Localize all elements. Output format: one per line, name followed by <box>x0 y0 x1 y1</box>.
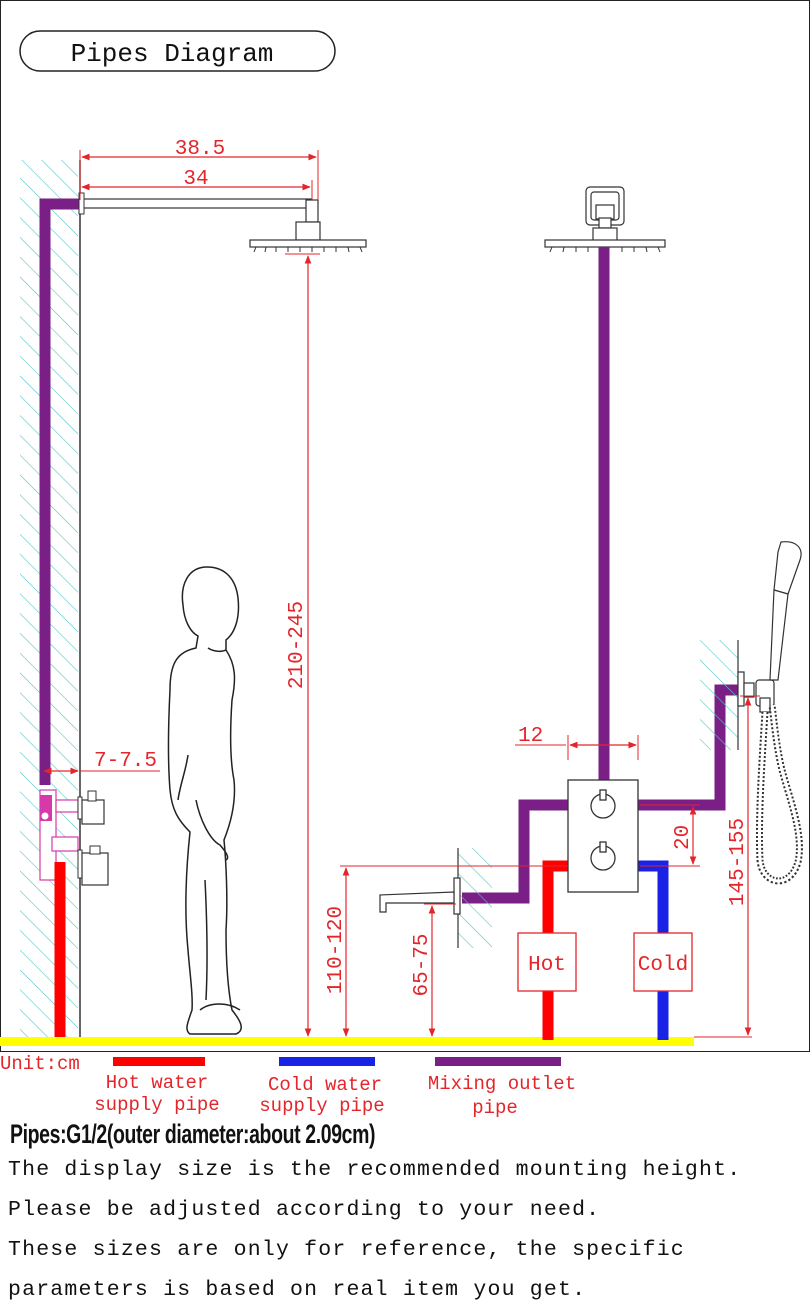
thermostatic-valve <box>567 779 639 893</box>
ceiling-mount <box>585 186 625 243</box>
note-line-4: parameters is based on real item you get… <box>8 1278 587 1302</box>
arm-elbow <box>305 199 319 223</box>
hot-label-box: Hot <box>517 932 577 992</box>
handshower-outlet <box>737 671 755 707</box>
legend-cold-line1: Cold water <box>268 1074 382 1096</box>
spout-wall-hatch <box>458 848 492 948</box>
legend-hot-line1: Hot water <box>106 1072 209 1094</box>
legend-mix-swatch <box>435 1057 561 1066</box>
cold-label: Cold <box>638 954 688 977</box>
dim-wall-depth: 7-7.5 <box>94 750 157 773</box>
pipes-spec: Pipes:G1/2(outer diameter:about 2.09cm) <box>10 1119 376 1149</box>
handshower-wall-hatch <box>700 640 738 750</box>
legend-hot-swatch <box>113 1057 205 1066</box>
shower-hose <box>755 704 803 885</box>
dim-arm-length: 34 <box>183 168 208 191</box>
dim-mixer-height: 110-120 <box>325 906 348 994</box>
legend-mix-line1: Mixing outlet <box>428 1073 576 1095</box>
note-line-3: These sizes are only for reference, the … <box>8 1238 685 1262</box>
shower-arm <box>79 198 313 209</box>
dim-handshower-height: 145-155 <box>727 818 750 906</box>
unit-label: Unit:cm <box>0 1053 80 1075</box>
hand-shower <box>769 541 802 681</box>
bath-spout <box>379 877 461 915</box>
dim-valve-gap: 20 <box>672 825 695 850</box>
left-mix-pipe <box>39 198 80 785</box>
arm-flange <box>78 192 85 215</box>
floor-line <box>0 1037 694 1046</box>
showerhead-connector <box>295 221 321 241</box>
note-line-2: Please be adjusted according to your nee… <box>8 1198 601 1222</box>
left-valve-assembly <box>39 789 109 886</box>
legend-hot-line2: supply pipe <box>94 1094 219 1116</box>
person-silhouette <box>167 566 242 1035</box>
handshower-holder <box>755 679 775 713</box>
spout-mix-pipe <box>462 799 568 904</box>
dim-spout-height: 65-75 <box>411 933 434 996</box>
dim-valve-spacing: 12 <box>518 725 543 748</box>
title-text: Pipes Diagram <box>71 39 274 69</box>
dim-arm-total: 38.5 <box>175 138 225 161</box>
dim-shower-height: 210-245 <box>286 601 309 689</box>
legend-cold-swatch <box>279 1057 375 1066</box>
title-box: Pipes Diagram <box>19 30 336 72</box>
left-showerhead <box>249 239 367 253</box>
note-line-1: The display size is the recommended moun… <box>8 1158 742 1182</box>
legend-mix-line2: pipe <box>472 1097 518 1119</box>
hot-label: Hot <box>528 954 566 977</box>
legend-cold-line2: supply pipe <box>259 1095 384 1117</box>
cold-label-box: Cold <box>633 932 693 992</box>
